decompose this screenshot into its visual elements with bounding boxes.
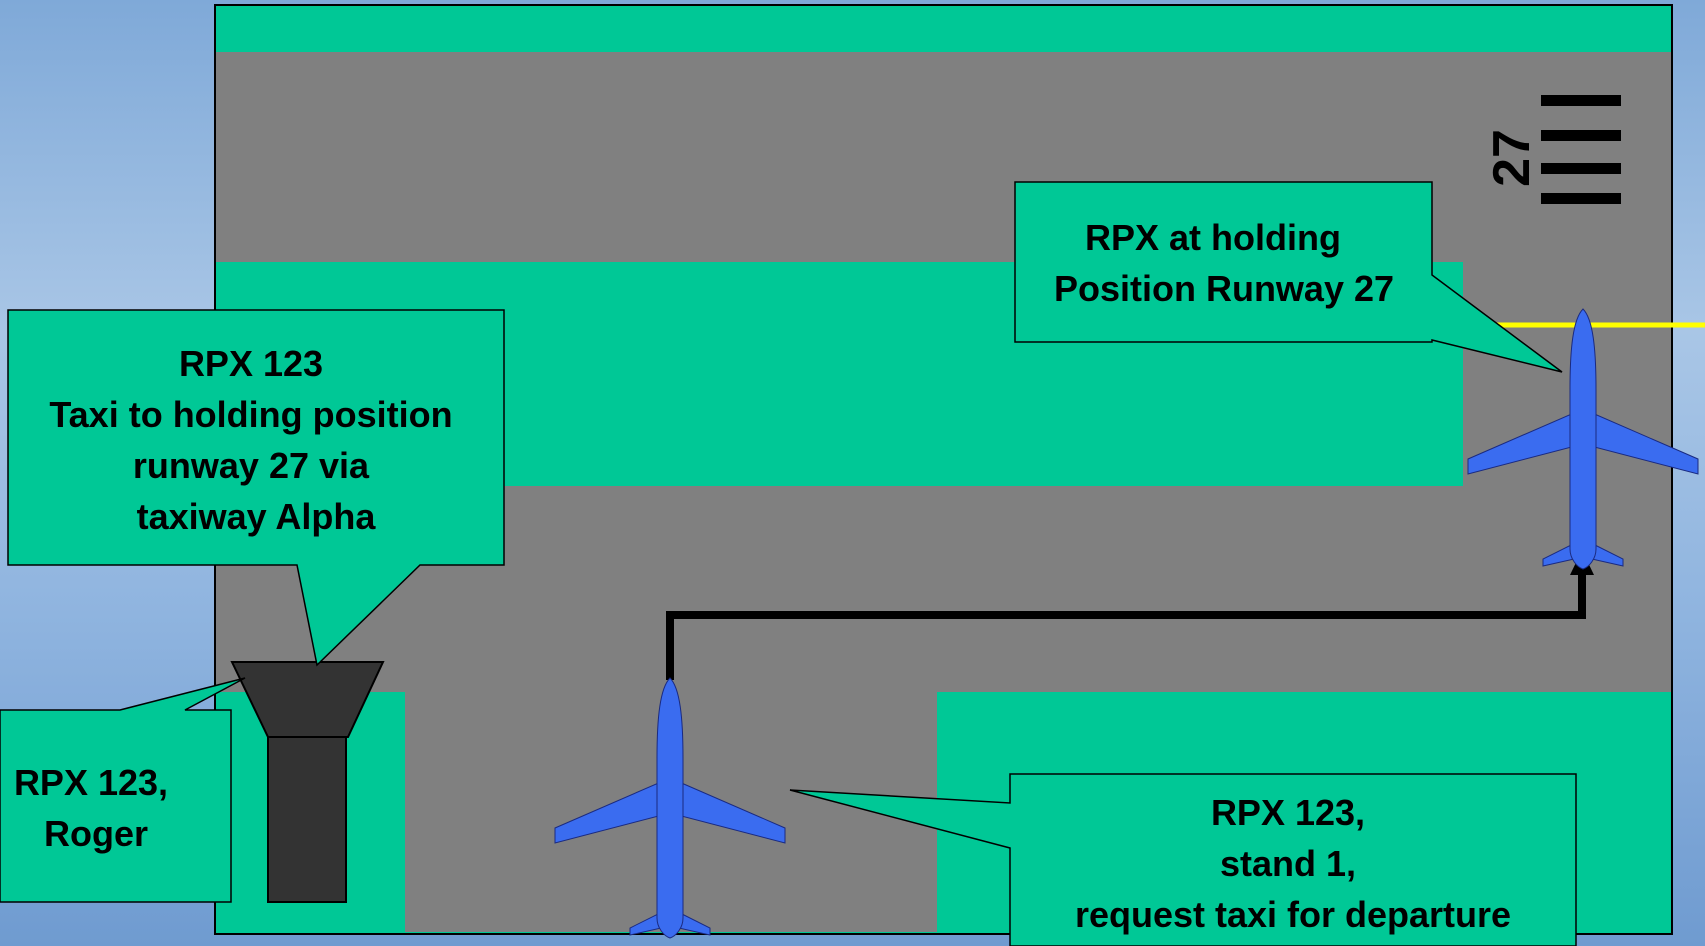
callout-line: Position Runway 27	[1054, 268, 1394, 309]
callout-line: RPX 123,	[1211, 792, 1365, 833]
callout-line: stand 1,	[1220, 843, 1356, 884]
callout-line: request taxi for departure	[1075, 894, 1511, 935]
callout-line: RPX at holding	[1085, 217, 1341, 258]
callout-pilot-roger: RPX 123, Roger	[0, 678, 245, 902]
callout-line: runway 27 via	[133, 445, 370, 486]
runway-27	[215, 52, 1672, 262]
callout-line: Taxi to holding position	[49, 394, 452, 435]
callout-line: taxiway Alpha	[137, 496, 377, 537]
runway-designator: 27	[1483, 129, 1541, 187]
callout-line: Roger	[44, 813, 148, 854]
callout-line: RPX 123,	[14, 762, 168, 803]
callout-line: RPX 123	[179, 343, 323, 384]
